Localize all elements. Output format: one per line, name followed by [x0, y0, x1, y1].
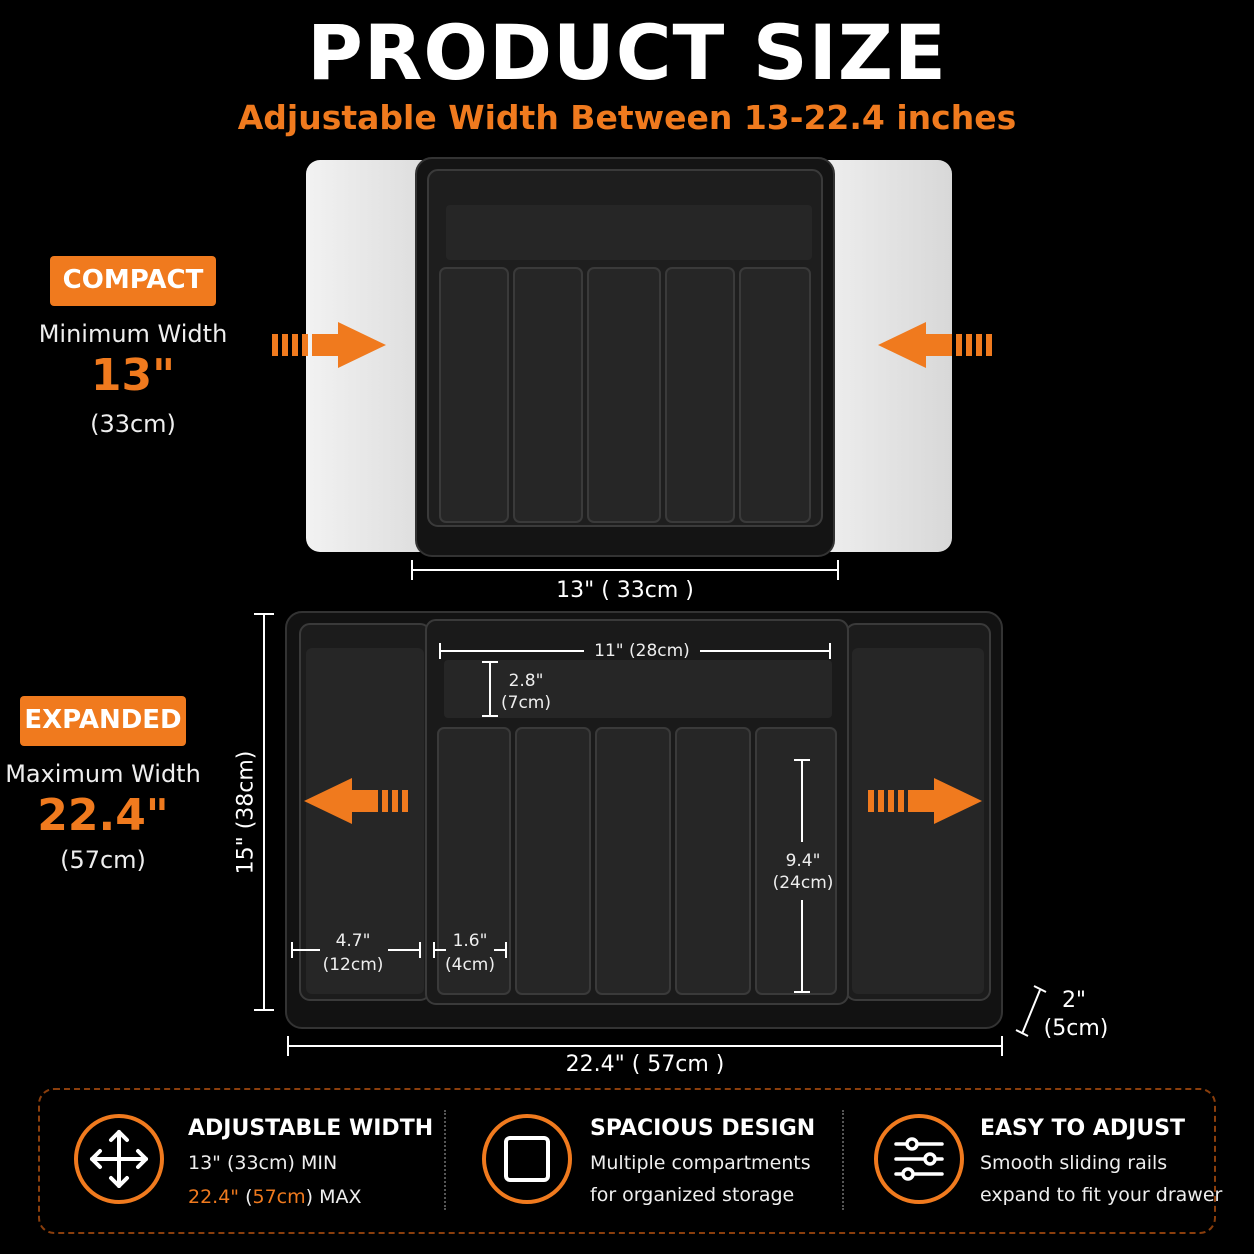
top-slot-width-dim: 11" (28cm): [594, 641, 690, 661]
right-extender: [800, 160, 952, 552]
compact-tray: [272, 157, 992, 580]
feature-line-1: Multiple compartments: [590, 1152, 811, 1174]
expanded-tray: [254, 611, 1047, 1056]
feature-line-min: 13" (33cm) MIN: [188, 1152, 338, 1174]
expanded-label: Maximum Width: [5, 760, 201, 788]
page-subtitle: Adjustable Width Between 13-22.4 inches: [237, 98, 1017, 137]
side-width-cm: (12cm): [322, 955, 384, 975]
expanded-value: 22.4": [37, 790, 169, 841]
expanded-arrows-icon: [304, 778, 982, 824]
compact-metric: (33cm): [90, 410, 176, 438]
feature-title-easy: EASY TO ADJUST: [980, 1116, 1186, 1141]
slot-length-in: 9.4": [785, 851, 821, 871]
tray-illustrations: [254, 157, 1047, 1056]
feature-title-spacious: SPACIOUS DESIGN: [590, 1116, 816, 1141]
expanded-depth-dim: 15" (38cm): [233, 750, 259, 875]
feature-line-max: 22.4" (57cm) MAX: [188, 1186, 362, 1208]
feature-divider: [842, 1110, 844, 1210]
slot-width-in: 1.6": [452, 931, 488, 951]
compact-label: Minimum Width: [38, 320, 228, 348]
sliders-icon: [874, 1114, 964, 1204]
side-width-in: 4.7": [335, 931, 371, 951]
expanded-badge: EXPANDED: [20, 696, 186, 746]
expanded-width-dim: 22.4" ( 57cm ): [565, 1052, 725, 1077]
height-dim-in: 2": [1061, 988, 1087, 1013]
feature-line-2: for organized storage: [590, 1184, 795, 1206]
feature-line-1: Smooth sliding rails: [980, 1152, 1168, 1174]
expanded-metric: (57cm): [60, 846, 146, 874]
compact-badge: COMPACT: [50, 256, 216, 306]
arrows-expand-icon: [74, 1114, 164, 1204]
height-dim-cm: (5cm): [1043, 1016, 1109, 1041]
features-panel: [38, 1088, 1216, 1234]
feature-title-adjustable: ADJUSTABLE WIDTH: [188, 1116, 434, 1141]
compact-arrows-icon: [272, 322, 992, 368]
compact-width-dim: 13" ( 33cm ): [556, 578, 694, 603]
top-slot-height-in: 2.8": [508, 671, 544, 691]
slot-width-cm: (4cm): [445, 955, 495, 975]
compact-value: 13": [90, 350, 176, 401]
page-title: PRODUCT SIZE: [307, 8, 947, 97]
slot-length-cm: (24cm): [772, 873, 834, 893]
feature-divider: [444, 1110, 446, 1210]
tray-icon: [482, 1114, 572, 1204]
feature-line-2: expand to fit your drawer: [980, 1184, 1223, 1206]
top-slot-height-cm: (7cm): [501, 693, 551, 713]
